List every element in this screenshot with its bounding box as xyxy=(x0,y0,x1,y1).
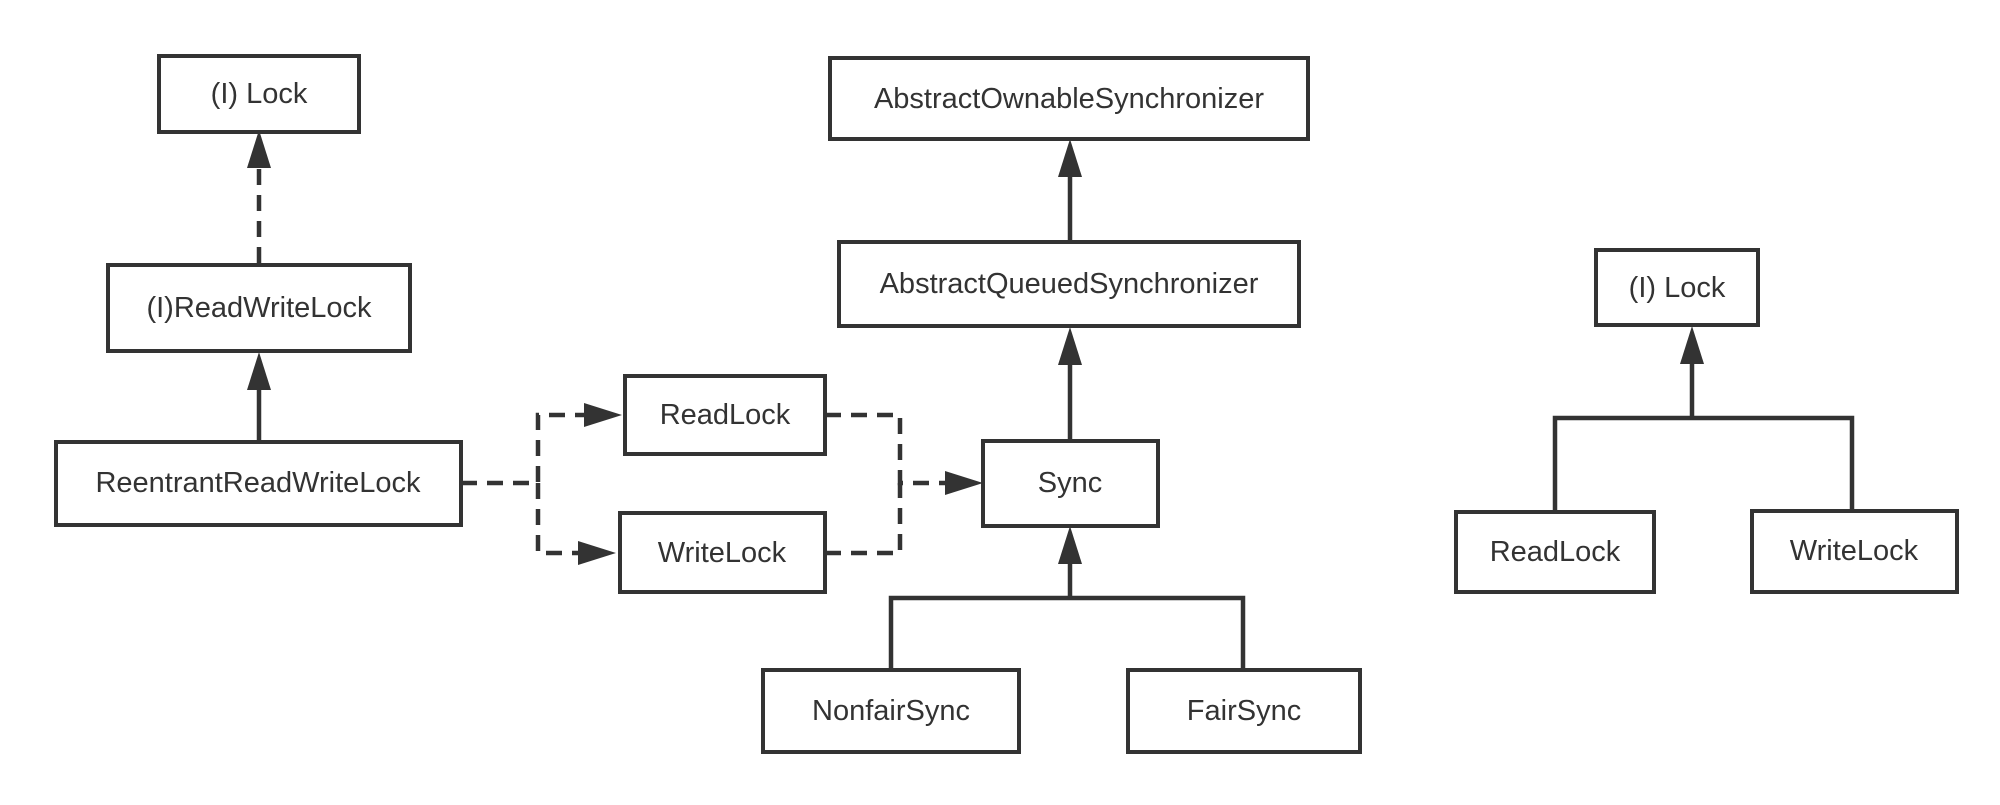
node-fairsync: FairSync xyxy=(1126,668,1362,754)
node-readlock-right: ReadLock xyxy=(1454,510,1656,594)
node-label: NonfairSync xyxy=(812,695,970,727)
edge-writelock-to-sync xyxy=(825,483,903,556)
node-label: (I) Lock xyxy=(211,78,308,110)
arrowhead-icon xyxy=(1058,139,1082,177)
node-writelock-right: WriteLock xyxy=(1750,509,1959,594)
node-abstractqueuedsynchronizer: AbstractQueuedSynchronizer xyxy=(837,240,1301,328)
node-sync: Sync xyxy=(981,439,1160,528)
arrowhead-icon xyxy=(247,352,271,390)
arrowhead-icon xyxy=(945,471,983,495)
node-reentrantreadwritelock: ReentrantReadWriteLock xyxy=(54,440,463,527)
node-label: (I) Lock xyxy=(1629,272,1726,304)
edge-readlock-to-sync xyxy=(825,412,945,486)
arrowhead-icon xyxy=(1058,327,1082,365)
node-lock-left: (I) Lock xyxy=(157,54,361,134)
arrowhead-icon xyxy=(584,403,622,427)
arrowhead-icon xyxy=(1058,526,1082,564)
node-label: ReentrantReadWriteLock xyxy=(95,467,421,499)
node-abstractownablesynchronizer: AbstractOwnableSynchronizer xyxy=(828,56,1310,141)
node-writelock: WriteLock xyxy=(618,511,827,594)
node-readlock: ReadLock xyxy=(623,374,827,456)
node-label: ReadLock xyxy=(660,399,791,431)
node-label: Sync xyxy=(1038,467,1102,499)
edge-reentrant-to-readlock xyxy=(461,412,584,486)
node-label: WriteLock xyxy=(1790,535,1919,567)
node-label: AbstractOwnableSynchronizer xyxy=(874,83,1264,115)
node-label: ReadLock xyxy=(1490,536,1621,568)
arrowhead-icon xyxy=(1680,326,1704,364)
node-label: AbstractQueuedSynchronizer xyxy=(880,268,1259,300)
node-label: FairSync xyxy=(1187,695,1301,727)
edge-reentrant-to-writelock xyxy=(535,483,578,556)
arrowhead-icon xyxy=(247,130,271,168)
arrowhead-icon xyxy=(578,541,616,565)
edge-fair-to-sync xyxy=(1070,595,1246,669)
node-lock-right: (I) Lock xyxy=(1594,248,1760,327)
edge-nonfair-to-sync xyxy=(888,595,1070,669)
node-nonfairsync: NonfairSync xyxy=(761,668,1021,754)
node-label: (I)ReadWriteLock xyxy=(146,292,372,324)
node-label: WriteLock xyxy=(658,537,787,569)
edge-readlock-right-to-lock xyxy=(1552,415,1692,511)
node-readwritelock: (I)ReadWriteLock xyxy=(106,263,412,353)
edge-writelock-right-to-lock xyxy=(1692,415,1855,511)
